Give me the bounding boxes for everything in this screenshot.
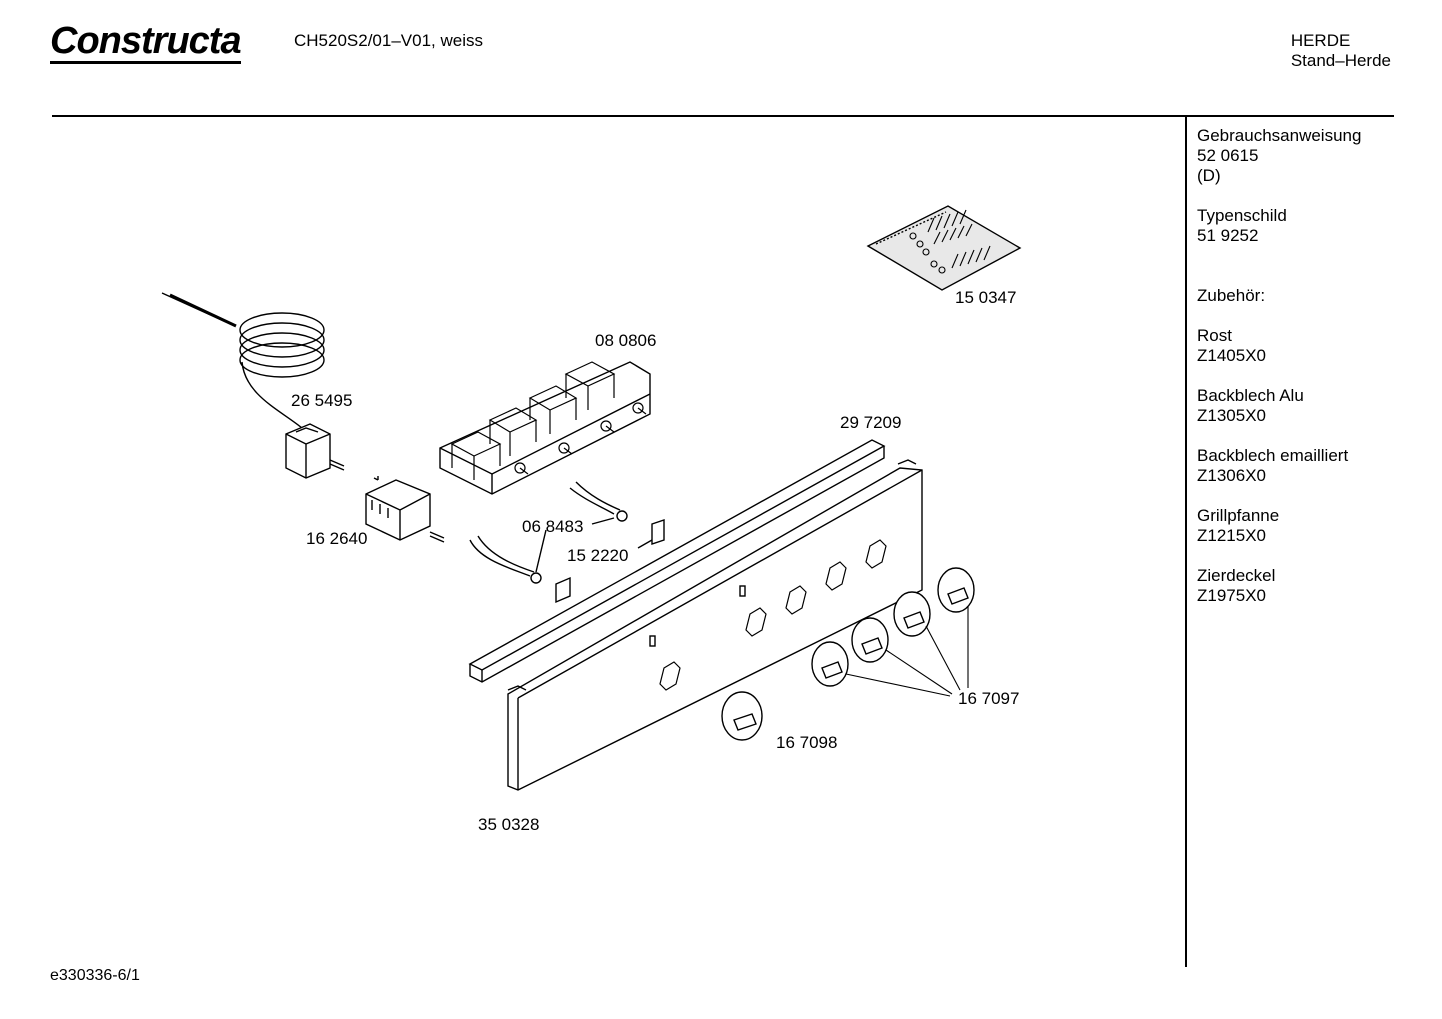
category-block: HERDE Stand–Herde [1291,31,1391,71]
label-wire-terminal: 06 8483 [522,517,583,536]
label-thermostat: 26 5495 [291,391,352,410]
label-rail: 29 7209 [840,413,901,432]
selector-switch-drawing [365,476,445,543]
category-line-1: HERDE [1290,31,1351,50]
label-control-panel: 35 0328 [478,815,539,834]
sidebar-item-number: Z1215X0 [1197,526,1266,545]
sidebar-item-zierdeckel: Zierdeckel Z1975X0 [1197,566,1361,606]
sidebar-item-type-plate: Typenschild 51 9252 [1197,206,1361,246]
sidebar-item-title: Grillpfanne [1197,506,1280,525]
model-title: CH520S2/01–V01, weiss [294,31,484,50]
sidebar-divider [1185,117,1187,967]
sidebar-item-number: Z1405X0 [1197,346,1266,365]
sidebar-item-number: 51 9252 [1197,226,1259,245]
sidebar-item-number: 52 0615 [1197,146,1259,165]
sidebar-item-number: Z1305X0 [1197,406,1266,425]
sidebar-item-title: Typenschild [1197,206,1287,225]
sidebar-item-language: (D) [1197,166,1221,185]
sidebar-item-title: Zubehör: [1197,286,1266,305]
brand-logo: Constructa [50,20,242,64]
sidebar-item-rost: Rost Z1405X0 [1197,326,1361,366]
knob-leader-lines [845,606,969,697]
sidebar-item-title: Backblech emailliert [1197,446,1349,465]
sidebar-item-accessories: Zubehör: [1197,286,1361,306]
clip-drawing [555,519,665,604]
label-clip: 15 2220 [567,546,628,565]
sidebar-item-number: Z1306X0 [1197,466,1266,485]
thermostat-drawing [161,292,345,479]
label-knob-large: 16 7098 [776,733,837,752]
knob-small-drawing [811,567,975,687]
rail-drawing [468,439,886,683]
category-line-2: Stand–Herde [1290,51,1391,70]
sidebar-item-title: Zierdeckel [1197,566,1276,585]
sidebar-item-title: Rost [1197,326,1232,345]
sidebar-item-manual: Gebrauchsanweisung 52 0615 (D) [1197,126,1361,186]
terminal-block-drawing [439,361,651,495]
document-id: e330336-6/1 [50,967,140,984]
sidebar-item-backblech-emailliert: Backblech emailliert Z1306X0 [1197,446,1361,486]
label-selector-switch: 16 2640 [306,529,367,548]
sidebar-item-backblech-alu: Backblech Alu Z1305X0 [1197,386,1361,426]
sidebar-item-title: Backblech Alu [1197,386,1304,405]
label-terminal-block: 08 0806 [595,331,656,350]
screw-bag-drawing [866,205,1022,291]
header-divider [52,115,1394,117]
sidebar-parts-list: Gebrauchsanweisung 52 0615 (D) Typenschi… [1197,126,1361,626]
label-knob-small: 16 7097 [958,689,1019,708]
control-panel-drawing [507,459,923,791]
sidebar-item-grillpfanne: Grillpfanne Z1215X0 [1197,506,1361,546]
sidebar-item-title: Gebrauchsanweisung [1197,126,1362,145]
exploded-parts-diagram: 15 0347 08 0806 26 5495 29 7209 16 2640 … [161,205,1022,834]
wire-terminal-drawing [469,481,628,584]
label-screw-bag: 15 0347 [955,288,1016,307]
knob-large-drawing [721,691,763,741]
sidebar-item-number: Z1975X0 [1197,586,1266,605]
